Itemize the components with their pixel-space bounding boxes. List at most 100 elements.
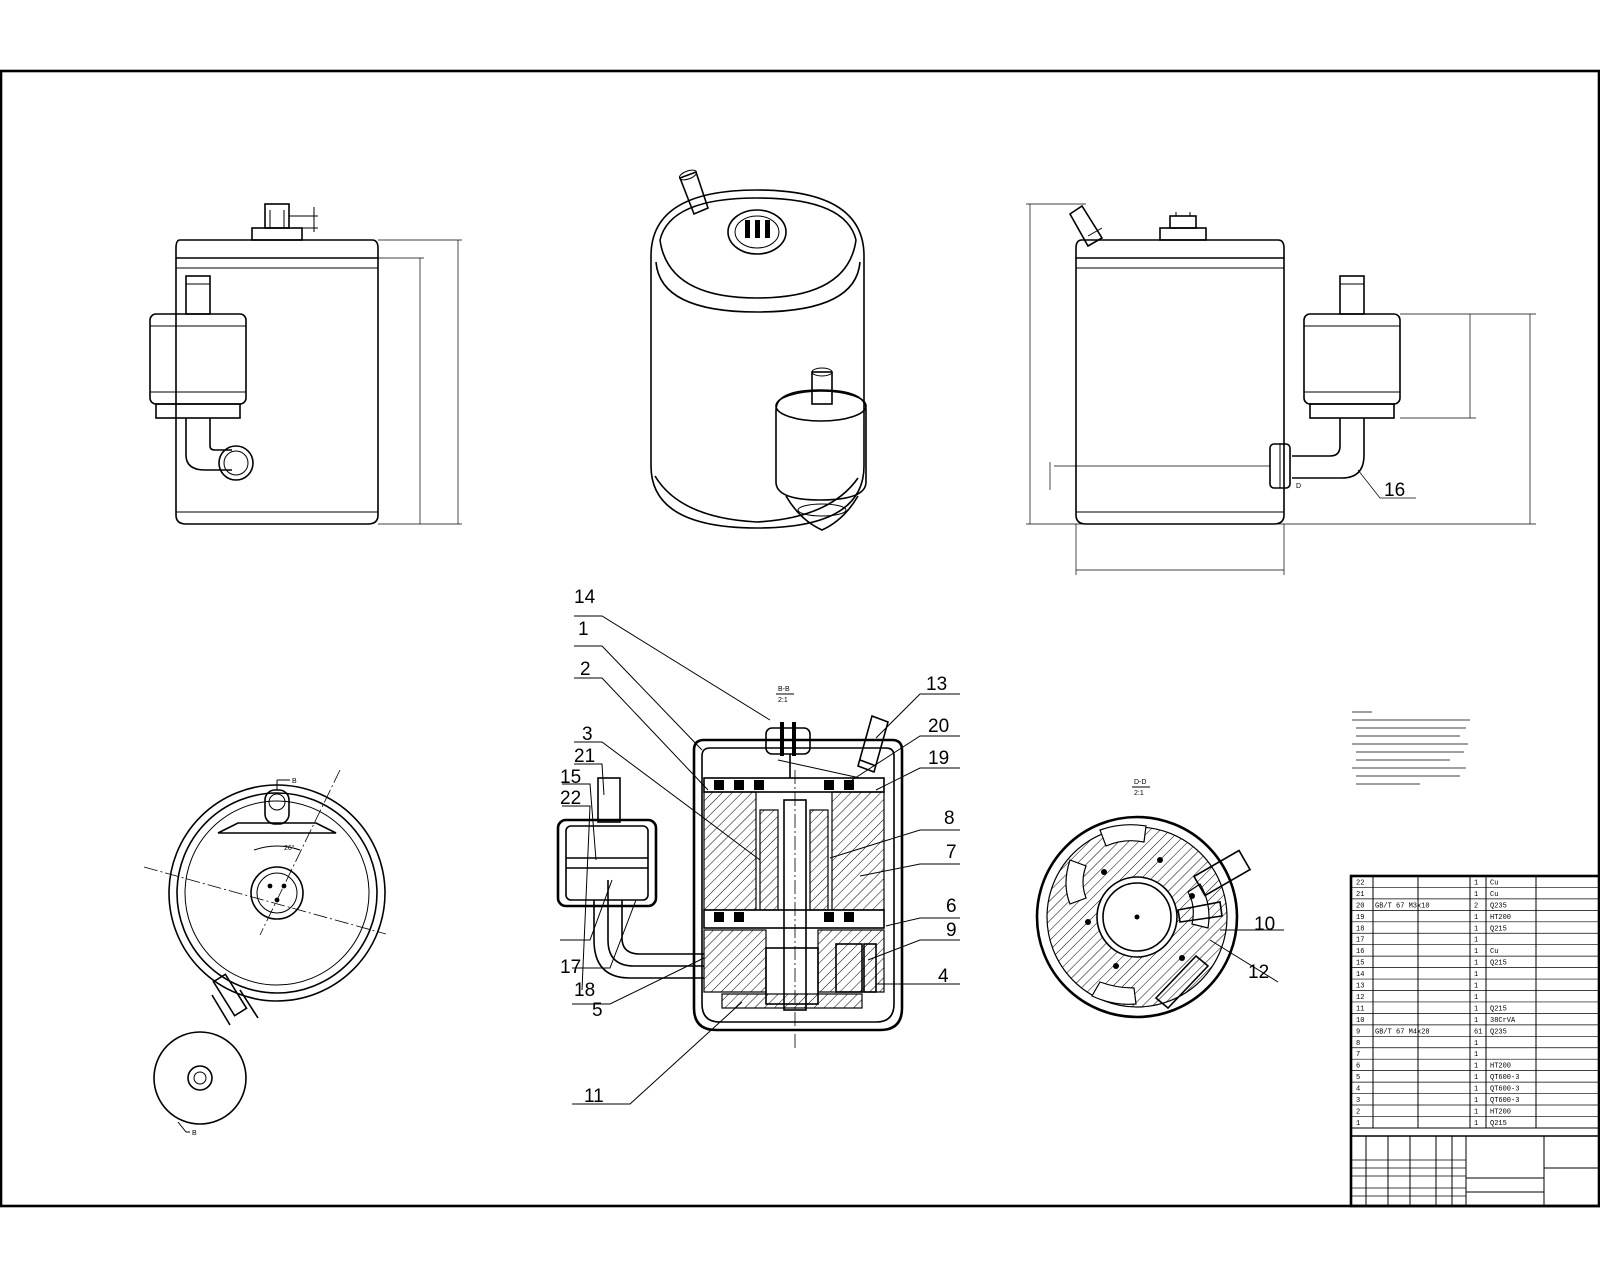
parts-cell-no: 8: [1356, 1040, 1360, 1048]
callout-8: 8: [944, 808, 955, 829]
callout-10: 10: [1254, 914, 1275, 935]
parts-cell-no: 18: [1356, 925, 1364, 933]
section-dd-title: D-D: [1134, 779, 1146, 786]
parts-cell-mat: Q215: [1490, 925, 1507, 933]
callout-20: 20: [928, 716, 949, 737]
callout-13: 13: [926, 674, 947, 695]
parts-cell-qty: 1: [1474, 879, 1478, 887]
parts-cell-no: 1: [1356, 1120, 1360, 1128]
parts-cell-qty: 1: [1474, 1108, 1478, 1116]
parts-cell-mat: Cu: [1490, 891, 1498, 899]
parts-cell-qty: 1: [1474, 983, 1478, 991]
parts-cell-qty: 1: [1474, 1120, 1478, 1128]
parts-cell-mat: Cu: [1490, 879, 1498, 887]
parts-cell-qty: 1: [1474, 994, 1478, 1002]
parts-cell-no: 15: [1356, 960, 1364, 968]
parts-cell-qty: 1: [1474, 925, 1478, 933]
callout-6: 6: [946, 896, 957, 917]
parts-cell-mat: Q215: [1490, 960, 1507, 968]
callout-1: 1: [578, 619, 589, 640]
parts-cell-mat: HT200: [1490, 1063, 1511, 1071]
parts-cell-std: GB/T 67 M3x10: [1375, 902, 1430, 910]
parts-cell-mat: QT600-3: [1490, 1097, 1519, 1105]
parts-cell-no: 9: [1356, 1028, 1360, 1036]
sheet-border: [0, 69, 1600, 1208]
section-bb: B-B 2:1: [556, 615, 960, 1105]
callout-5: 5: [592, 1000, 603, 1021]
parts-cell-no: 4: [1356, 1086, 1360, 1094]
parts-cell-mat: 38CrVA: [1490, 1017, 1516, 1025]
parts-cell-no: 19: [1356, 914, 1364, 922]
callout-4: 4: [938, 966, 949, 987]
angle-label: 26°: [284, 844, 295, 852]
parts-cell-qty: 2: [1474, 902, 1478, 910]
parts-cell-qty: 1: [1474, 960, 1478, 968]
parts-cell-no: 16: [1356, 948, 1364, 956]
parts-cell-qty: 1: [1474, 914, 1478, 922]
section-dd: D-D 2:1: [1035, 779, 1284, 1019]
parts-cell-qty: 1: [1474, 937, 1478, 945]
callout-18: 18: [574, 980, 595, 1001]
parts-cell-qty: 1: [1474, 1040, 1478, 1048]
parts-cell-mat: Q215: [1490, 1120, 1507, 1128]
callout-labels: 14 1 2 3 21 15 22 17 18 5 11 13 20 19 8 …: [560, 480, 1405, 1107]
front-view: [149, 203, 462, 525]
parts-cell-no: 13: [1356, 983, 1364, 991]
top-view: 26° B B: [143, 769, 387, 1137]
section-dd-scale: 2:1: [1134, 790, 1144, 797]
callout-14: 14: [574, 587, 596, 608]
callout-11: 11: [584, 1086, 604, 1107]
parts-cell-qty: 1: [1474, 971, 1478, 979]
callout-19: 19: [928, 748, 949, 769]
parts-cell-no: 22: [1356, 879, 1364, 887]
parts-cell-mat: QT600-3: [1490, 1086, 1519, 1094]
parts-cell-std: GB/T 67 M4x28: [1375, 1028, 1430, 1036]
parts-cell-no: 7: [1356, 1051, 1360, 1059]
parts-cell-mat: HT200: [1490, 1108, 1511, 1116]
parts-cell-qty: 1: [1474, 1086, 1478, 1094]
parts-cell-qty: 1: [1474, 1074, 1478, 1082]
callout-15: 15: [560, 767, 581, 788]
parts-cell-mat: Cu: [1490, 948, 1498, 956]
side-view: D: [1026, 203, 1536, 575]
callout-3: 3: [582, 724, 593, 745]
section-bb-scale: 2:1: [778, 697, 788, 704]
parts-cell-no: 14: [1356, 971, 1364, 979]
parts-cell-no: 20: [1356, 902, 1364, 910]
technical-notes: [1352, 711, 1470, 785]
parts-cell-mat: Q235: [1490, 902, 1507, 910]
callout-2: 2: [580, 659, 591, 680]
callout-9: 9: [946, 920, 957, 941]
parts-cell-qty: 1: [1474, 1097, 1478, 1105]
callout-7: 7: [946, 842, 957, 863]
callout-17: 17: [560, 957, 581, 978]
parts-cell-no: 21: [1356, 891, 1364, 899]
section-bb-title: B-B: [778, 686, 790, 693]
parts-cell-mat: QT600-3: [1490, 1074, 1519, 1082]
parts-cell-no: 5: [1356, 1074, 1360, 1082]
parts-cell-no: 17: [1356, 937, 1364, 945]
parts-cell-no: 10: [1356, 1017, 1364, 1025]
parts-cell-qty: 1: [1474, 1051, 1478, 1059]
b-mark-lower: B: [192, 1130, 197, 1137]
callout-16: 16: [1384, 480, 1405, 501]
parts-cell-mat: HT200: [1490, 914, 1511, 922]
parts-cell-no: 12: [1356, 994, 1364, 1002]
parts-cell-no: 6: [1356, 1063, 1360, 1071]
parts-cell-no: 3: [1356, 1097, 1360, 1105]
parts-cell-qty: 1: [1474, 891, 1478, 899]
parts-cell-qty: 1: [1474, 1017, 1478, 1025]
parts-cell-mat: Q215: [1490, 1005, 1507, 1013]
callout-21: 21: [574, 746, 595, 767]
parts-cell-no: 11: [1356, 1005, 1364, 1013]
callout-22: 22: [560, 788, 581, 809]
d-mark: D: [1296, 483, 1301, 490]
parts-cell-qty: 61: [1474, 1028, 1482, 1036]
parts-cell-qty: 1: [1474, 1005, 1478, 1013]
parts-cell-qty: 1: [1474, 1063, 1478, 1071]
isometric-view: [650, 169, 867, 531]
b-mark: B: [292, 778, 297, 785]
